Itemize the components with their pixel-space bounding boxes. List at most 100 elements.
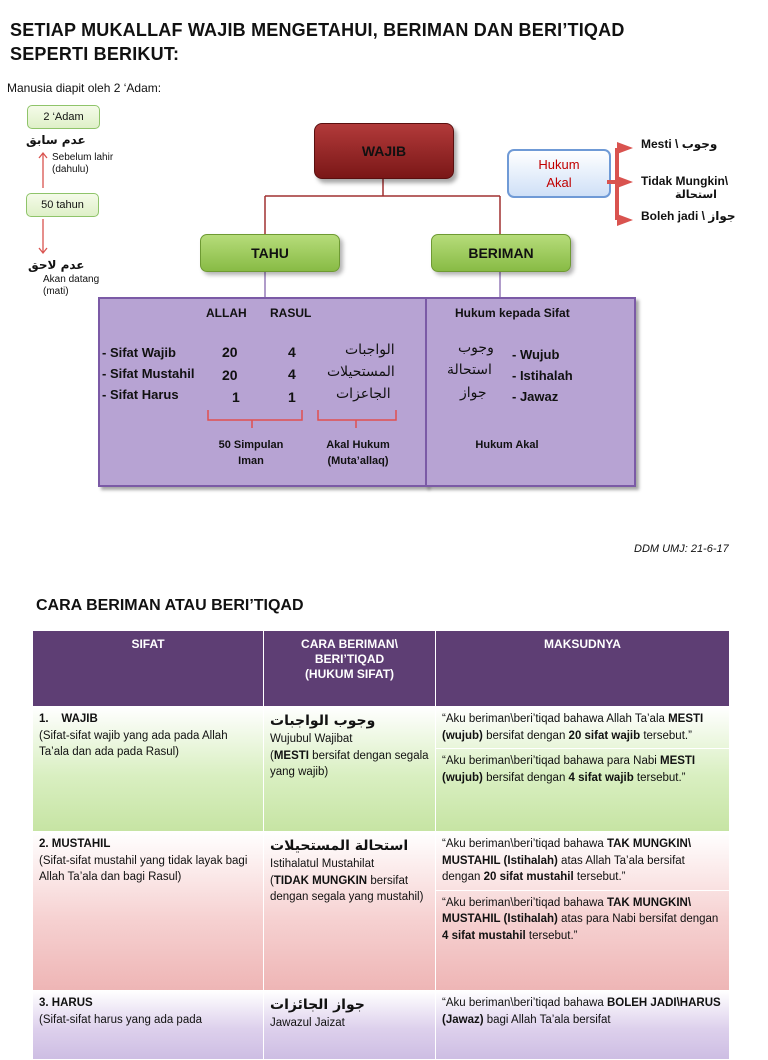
hukum-akal-footer: Hukum Akal [475,439,539,451]
table-row-mustahil: 2. MUSTAHIL (Sifat-sifat mustahil yang t… [32,831,730,991]
wajib-m2-d: 4 sifat wajib [568,771,634,784]
wajib-desc: (Sifat-sifat wajib yang ada pada Allah T… [39,729,228,759]
after-death: Akan datang (mati) [43,274,99,298]
wajib-m1-a: “Aku beriman\beri’tiqad bahawa Allah Ta’… [442,713,669,725]
adam-box: 2 ‘Adam [27,105,100,129]
table-row-wajib: 1. WAJIB (Sifat-sifat wajib yang ada pad… [32,706,730,832]
col-rasul: RASUL [270,306,312,320]
wajib-name: 1. WAJIB [39,713,98,725]
row-mustahil-arabic: المستحيلات [327,364,395,380]
header-sifat: SIFAT [32,630,264,707]
row-harus-label: - Sifat Harus [102,387,179,402]
title-line-2: SEPERTI BERIKUT: [10,44,180,64]
beriman-box: BERIMAN [431,234,571,272]
after-death-line1: Akan datang [43,274,100,285]
mustahil-desc: (Sifat-sifat mustahil yang tidak layak b… [39,854,248,884]
mustahil-sifat-cell: 2. MUSTAHIL (Sifat-sifat mustahil yang t… [32,831,264,991]
row-harus-allah: 1 [232,389,240,405]
sifat-table: SIFAT CARA BERIMAN\ BERI’TIQAD (HUKUM SI… [32,630,730,1060]
harus-sifat-cell: 3. HARUS (Sifat-sifat harus yang ada pad… [32,990,264,1060]
simpulan-line2: Iman [238,455,264,467]
wajib-bold: MESTI [273,749,309,762]
harus-maksud-cell: “Aku beriman\beri’tiqad bahawa BOLEH JAD… [435,990,730,1060]
mustahil-m1-d: 20 sifat mustahil [483,871,574,883]
hukum-sifat-title: Hukum kepada Sifat [455,306,570,320]
mustahil-m2-d: 4 sifat mustahil [442,929,526,942]
mustahil-m1-a: “Aku beriman\beri’tiqad bahawa [442,838,607,850]
wajib-m1-c: bersifat dengan [482,729,569,742]
table-row-harus: 3. HARUS (Sifat-sifat harus yang ada pad… [32,990,730,1060]
row-mustahil-rasul: 4 [288,366,296,382]
wajib-maksud-1: “Aku beriman\beri’tiqad bahawa Allah Ta’… [436,707,729,748]
mustahil-name: 2. MUSTAHIL [39,838,111,850]
row-harus-arabic: الجاعزات [336,386,391,402]
mustahil-m2-c: atas para Nabi bersifat dengan [557,913,719,925]
mustahil-maksud-1: “Aku beriman\beri’tiqad bahawa TAK MUNGK… [436,832,729,890]
wajib-arabic: وجوب الواجبات [270,713,376,729]
hukum-akal-line1: Hukum [538,156,580,172]
mustahil-m1-e: tersebut.” [573,871,626,883]
wajib-m1-b: MESTI (wujub) [442,713,704,742]
jawaz-label: - Jawaz [512,389,559,404]
hukum-akal-box: Hukum Akal [507,149,611,198]
wajib-rest: bersifat dengan segala yang wajib) [270,749,429,779]
row-harus-rasul: 1 [288,389,296,405]
fifty-years-box: 50 tahun [26,193,99,217]
mustahil-m2-a: “Aku beriman\beri’tiqad bahawa [442,896,607,909]
wajib-latin: Wujubul Wajibat [270,733,353,745]
row-mustahil-label: - Sifat Mustahil [102,366,195,381]
adam-sabiq: عدم سابق [26,133,86,147]
title-line-1: SETIAP MUKALLAF WAJIB MENGETAHUI, BERIMA… [10,20,625,40]
mustahil-rest: bersifat dengan segala yang mustahil) [270,874,424,904]
wajib-m2-b: MESTI (wujub) [442,755,696,784]
harus-m1-c: bagi Allah Ta’ala bersifat [483,1013,611,1026]
header-maksudnya: MAKSUDNYA [435,630,730,707]
istihalah-arabic: استحالة [447,362,492,378]
down-arrow-icon [38,219,48,255]
harus-desc: (Sifat-sifat harus yang ada pada [39,1013,203,1026]
header-cara-beriman: CARA BERIMAN\ BERI’TIQAD (HUKUM SIFAT) [263,630,436,707]
wajib-m2-e: tersebut.” [633,771,686,784]
mesti-label: Mesti \ وجوب [641,137,718,151]
wujub-label: - Wujub [512,347,560,362]
up-arrow-icon [38,151,48,188]
panel-brackets [207,410,562,436]
wajib-box: WAJIB [314,123,454,179]
col-allah: ALLAH [206,306,247,320]
harus-arabic: جواز الجائزات [270,997,365,1013]
mustahil-arabic: استحالة المستحيلات [270,838,409,854]
hukum-akal-line2: Akal [546,174,572,190]
mustahil-latin: Istihalatul Mustahilat [270,858,375,870]
wujub-arabic: وجوب [458,340,494,356]
akal-hukum-label: Akal Hukum (Muta’allaq) [313,437,403,469]
harus-m1-a: “Aku beriman\beri’tiqad bahawa [442,997,607,1009]
mustahil-m2-b: TAK MUNGKIN\ MUSTAHIL (Istihalah) [442,896,692,926]
before-birth: Sebelum lahir (dahulu) [52,152,113,176]
wajib-sifat-cell: 1. WAJIB (Sifat-sifat wajib yang ada pad… [32,706,264,832]
diagram-connectors [264,177,501,297]
mustahil-m1-b: TAK MUNGKIN\ MUSTAHIL (Istihalah) [442,838,692,867]
adam-intro: Manusia diapit oleh 2 ‘Adam: [7,81,162,95]
mustahil-hukum-cell: استحالة المستحيلات Istihalatul Mustahila… [263,831,436,991]
wajib-hukum-cell: وجوب الواجبات Wujubul Wajibat (MESTI ber… [263,706,436,832]
harus-name: 3. HARUS [39,997,93,1009]
wajib-maksud-2: “Aku beriman\beri’tiqad bahawa para Nabi… [436,748,729,790]
row-wajib-arabic: الواجبات [345,342,395,358]
adam-lahiq: عدم لاحق [28,258,85,272]
mustahil-m2-e: tersebut.” [525,929,578,942]
mustahil-maksud-2: “Aku beriman\beri’tiqad bahawa TAK MUNGK… [436,889,729,949]
harus-latin: Jawazul Jaizat [270,1017,345,1029]
ddm-note: DDM UMJ: 21-6-17 [634,543,729,555]
before-birth-line1: Sebelum lahir [52,152,114,163]
harus-hukum-cell: جواز الجائزات Jawazul Jaizat [263,990,436,1060]
wajib-m1-d: 20 sifat wajib [568,729,641,742]
table-header-row: SIFAT CARA BERIMAN\ BERI’TIQAD (HUKUM SI… [32,630,730,707]
simpulan-line1: 50 Simpulan [218,439,284,451]
mustahil-bold: TIDAK MUNGKIN [273,874,368,887]
istihalah-label: استحالة [675,188,717,201]
section-title: CARA BERIMAN ATAU BERI’TIQAD [36,597,304,614]
mustahil-maksud-cell: “Aku beriman\beri’tiqad bahawa TAK MUNGK… [435,831,730,991]
tidak-mungkin-label: Tidak Mungkin\ [641,174,729,188]
wajib-m2-a: “Aku beriman\beri’tiqad bahawa para Nabi [442,755,660,767]
mustahil-m1-c: atas Allah Ta’ala bersifat dengan [442,854,685,884]
